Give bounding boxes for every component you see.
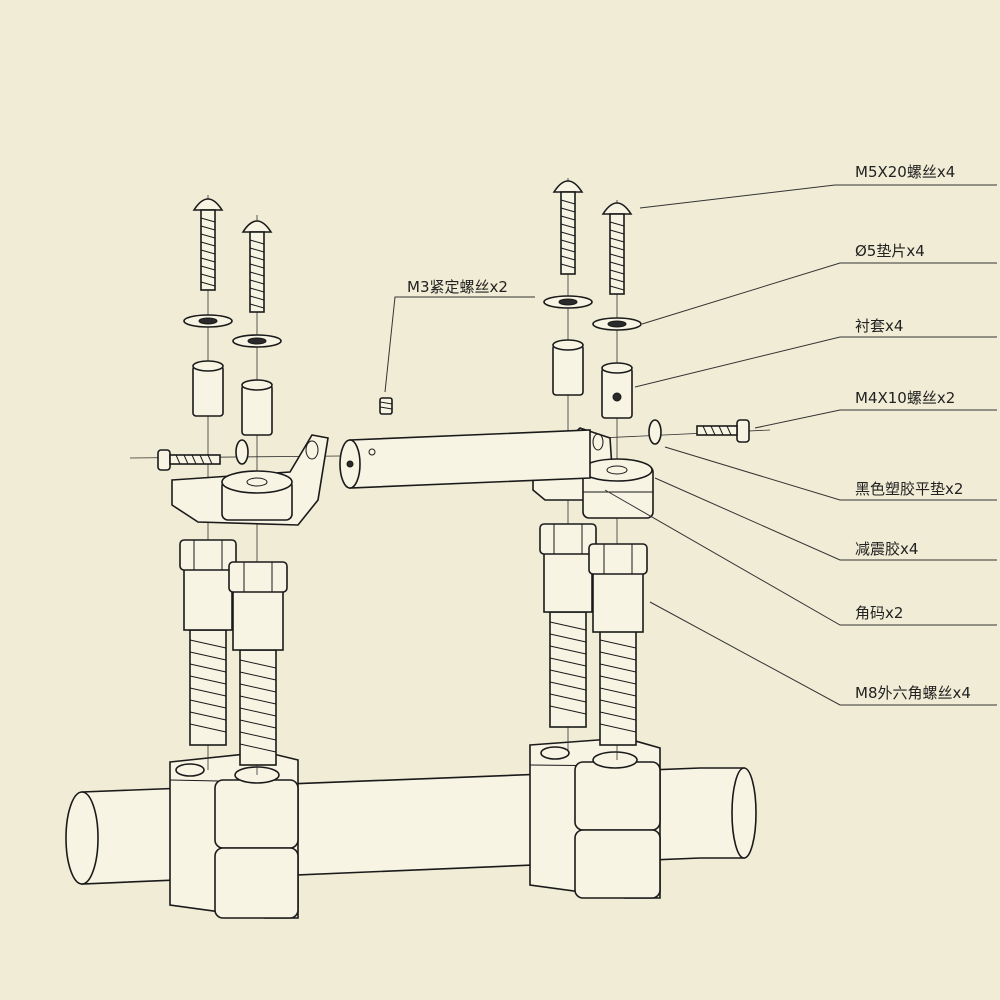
- label-washer-5: Ø5垫片x4: [855, 242, 925, 260]
- label-corner-bracket: 角码x2: [855, 604, 903, 622]
- label-m3-set-screw: M3紧定螺丝x2: [407, 278, 508, 296]
- callouts: M5X20螺丝x4 Ø5垫片x4 衬套x4 M4X10螺丝x2 M3紧定螺丝x2…: [384, 163, 997, 706]
- label-black-plastic-washer: 黑色塑胶平垫x2: [855, 480, 963, 498]
- bushings: [192, 339, 633, 436]
- m5x20-screws: [192, 180, 633, 313]
- label-m8-hex-bolt: M8外六角螺丝x4: [855, 684, 971, 702]
- label-m5x20-screw: M5X20螺丝x4: [855, 163, 955, 181]
- label-m4x10-screw: M4X10螺丝x2: [855, 389, 955, 407]
- m8-hex-bolts: [179, 523, 648, 766]
- right-clamp: [529, 737, 661, 899]
- m4x10-screws: [157, 419, 750, 471]
- label-damping-rubber: 减震胶x4: [855, 540, 918, 558]
- left-corner-bracket: [171, 434, 329, 526]
- washers-5mm: [183, 295, 642, 348]
- label-bushing: 衬套x4: [855, 317, 903, 335]
- left-clamp: [169, 751, 299, 919]
- cross-tube: [339, 429, 591, 489]
- m3-set-screw: [379, 397, 393, 415]
